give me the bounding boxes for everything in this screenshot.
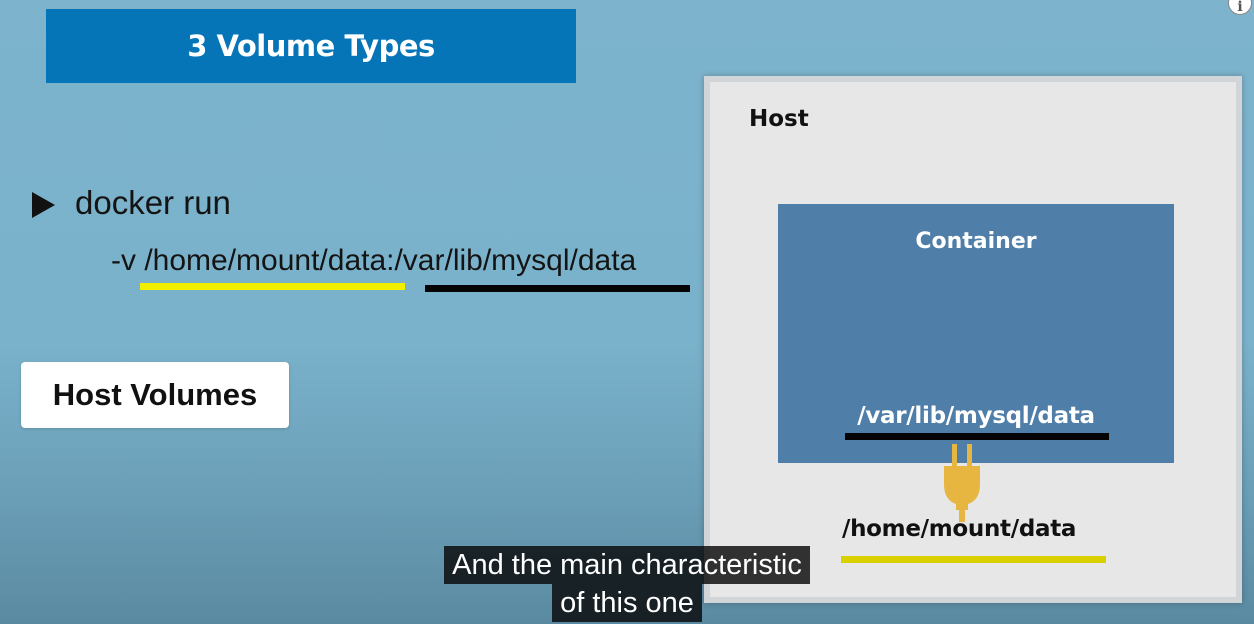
play-triangle-icon: [32, 192, 55, 218]
caption-line-1: And the main characteristic: [444, 546, 810, 584]
slide-title: 3 Volume Types: [187, 29, 435, 63]
docker-run-command: docker run: [75, 184, 231, 221]
container-path: /var/lib/mysql/data: [857, 403, 1095, 429]
plug-icon: [944, 444, 980, 522]
host-label: Host: [749, 106, 809, 132]
info-glyph: i: [1237, 0, 1243, 15]
caption-line-2: of this one: [552, 584, 702, 622]
host-path-underline: [140, 283, 405, 290]
container-label: Container: [915, 229, 1037, 254]
subtitle-captions: And the main characteristic of this one: [0, 546, 1254, 622]
host-path-underline-diagram: [841, 556, 1106, 563]
container-path-underline: [425, 285, 690, 292]
container-box: [778, 204, 1174, 463]
host-volumes-badge: Host Volumes: [21, 362, 289, 428]
title-banner: 3 Volume Types: [46, 9, 576, 83]
info-icon[interactable]: i: [1228, 0, 1252, 15]
host-path: /home/mount/data: [842, 516, 1077, 542]
volume-flag-line: -v /home/mount/data:/var/lib/mysql/data: [111, 244, 637, 277]
container-path-underline-diagram: [845, 433, 1109, 440]
host-volumes-label: Host Volumes: [52, 377, 258, 412]
